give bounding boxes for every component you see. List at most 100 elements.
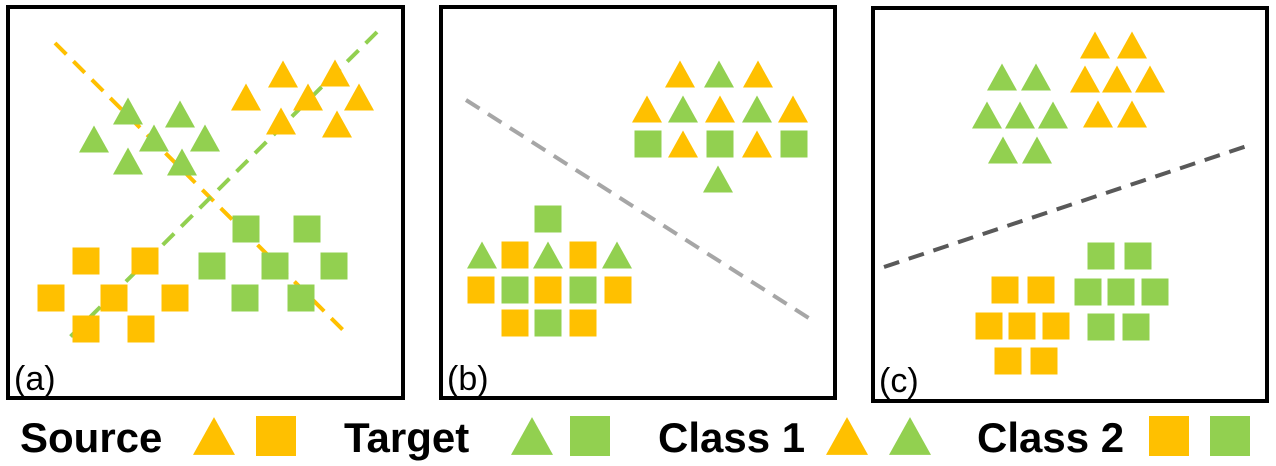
- source-class-1-triangle: [322, 110, 352, 138]
- legend-source-triangle-1: [193, 417, 235, 455]
- target-class-1-triangle: [602, 241, 632, 269]
- source-class-1-triangle: [320, 59, 350, 87]
- legend-markers: [193, 416, 1250, 456]
- target-class-1-triangle: [742, 95, 772, 123]
- target-class-1-triangle: [190, 124, 220, 152]
- target-class-1-triangle: [533, 241, 563, 269]
- target-class-2-square: [501, 276, 529, 304]
- target-class-1-triangle: [79, 125, 109, 153]
- target-class-2-square: [231, 284, 259, 312]
- target-class-2-square: [293, 215, 321, 243]
- source-class-2-square: [501, 309, 529, 337]
- target-class-2-square: [1107, 278, 1135, 306]
- target-class-2-square: [534, 205, 562, 233]
- target-class-1-triangle: [1022, 136, 1052, 164]
- target-class-1-triangle: [703, 165, 733, 193]
- panel-a: (a): [6, 5, 405, 400]
- target-class-1-triangle: [113, 97, 143, 125]
- source-class-1-triangle: [705, 95, 735, 123]
- source-class-2-square: [37, 284, 65, 312]
- panel-a-markers: [37, 59, 374, 343]
- legend-target-label: Target: [344, 414, 469, 461]
- target-class-2-square: [1122, 313, 1150, 341]
- target-class-1-triangle: [1021, 63, 1051, 91]
- target-class-1-triangle: [704, 60, 734, 88]
- source-class-2-square: [1042, 312, 1070, 340]
- source-class-2-square: [569, 309, 597, 337]
- target-class-2-square: [261, 252, 289, 280]
- source-class-2-square: [72, 315, 100, 343]
- panel-b-frame: [439, 5, 837, 400]
- source-class-1-triangle: [1102, 65, 1132, 93]
- panel-c-label: (c): [879, 362, 919, 400]
- target-class-1-triangle: [139, 124, 169, 152]
- source-class-1-triangle: [778, 95, 808, 123]
- source-class-1-triangle: [1080, 31, 1110, 59]
- legend-item-class-1: Class 1: [658, 414, 805, 461]
- target-class-2-square: [1124, 242, 1152, 270]
- source-class-2-square: [127, 315, 155, 343]
- source-class-2-square: [1027, 276, 1055, 304]
- target-class-2-square: [1074, 278, 1102, 306]
- source-class-1-triangle: [268, 60, 298, 88]
- target-class-1-triangle: [165, 100, 195, 128]
- target-class-2-square: [1087, 313, 1115, 341]
- source-class-1-triangle: [293, 83, 323, 111]
- target-class-2-square: [1087, 242, 1115, 270]
- source-class-2-square: [131, 247, 159, 275]
- legend-source-square-2: [256, 416, 296, 456]
- source-class-1-triangle: [1070, 65, 1100, 93]
- legend-class-2-label: Class 2: [977, 414, 1124, 461]
- legend-class-2-square-1: [1149, 416, 1189, 456]
- source-class-1-triangle: [742, 130, 772, 158]
- legend-target-triangle-1: [511, 417, 553, 455]
- panel-c-markers: [972, 31, 1169, 375]
- source-class-2-square: [100, 284, 128, 312]
- source-class-2-square: [467, 276, 495, 304]
- source-class-1-triangle: [1117, 31, 1147, 59]
- source-class-2-square: [1008, 312, 1036, 340]
- target-class-1-triangle: [988, 136, 1018, 164]
- panel-b-shared-boundary: [464, 98, 817, 324]
- source-class-1-triangle: [1135, 65, 1165, 93]
- target-class-1-triangle: [113, 147, 143, 175]
- source-class-2-square: [569, 241, 597, 269]
- target-class-1-triangle: [987, 63, 1017, 91]
- source-class-1-triangle: [665, 60, 695, 88]
- legend-item-target: Target: [344, 414, 469, 461]
- target-class-2-square: [569, 276, 597, 304]
- panel-a-label: (a): [14, 360, 56, 398]
- target-class-1-triangle: [1038, 101, 1068, 129]
- panel-b-label: (b): [447, 360, 489, 398]
- source-class-1-triangle: [1083, 100, 1113, 128]
- source-class-2-square: [604, 276, 632, 304]
- source-class-2-square: [161, 284, 189, 312]
- target-class-2-square: [287, 284, 315, 312]
- source-class-2-square: [534, 276, 562, 304]
- source-class-2-square: [991, 276, 1019, 304]
- panel-c-shared-boundary: [883, 144, 1248, 269]
- source-class-2-square: [975, 312, 1003, 340]
- target-class-2-square: [706, 130, 734, 158]
- target-class-2-square: [780, 130, 808, 158]
- source-class-1-triangle: [668, 130, 698, 158]
- legend-class-1-label: Class 1: [658, 414, 805, 461]
- target-class-1-triangle: [668, 95, 698, 123]
- panel-c: (c): [871, 6, 1269, 403]
- target-class-1-triangle: [467, 241, 497, 269]
- legend-class-1-triangle-1: [826, 417, 868, 455]
- source-class-2-square: [994, 347, 1022, 375]
- target-class-2-square: [320, 252, 348, 280]
- panel-b-markers: [467, 60, 808, 337]
- target-class-2-square: [198, 252, 226, 280]
- target-class-1-triangle: [167, 148, 197, 176]
- legend-source-label: Source: [20, 414, 162, 461]
- source-class-1-triangle: [266, 107, 296, 135]
- legend-item-class-2: Class 2: [977, 414, 1124, 461]
- legend: Source Target Class 1 Class 2: [20, 414, 1250, 461]
- source-class-1-triangle: [632, 95, 662, 123]
- target-class-1-triangle: [972, 101, 1002, 129]
- legend-item-source: Source: [20, 414, 162, 461]
- source-class-1-triangle: [344, 83, 374, 111]
- legend-target-square-2: [570, 416, 610, 456]
